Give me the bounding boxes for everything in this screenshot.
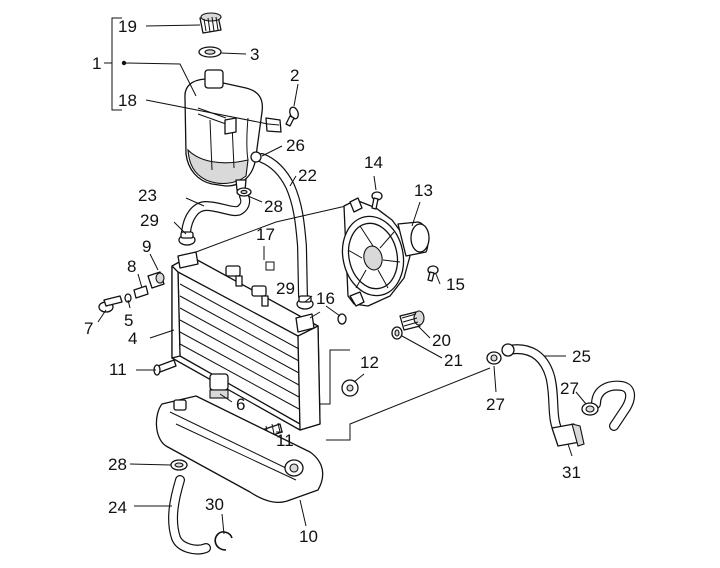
radiator-bracket-6 [209, 373, 229, 399]
spacer-8 [133, 285, 149, 299]
thermo-switch [399, 310, 425, 331]
filler-cap [199, 12, 222, 34]
leader-lines [97, 17, 587, 535]
hose-25 [501, 343, 565, 439]
callout-6: 6 [236, 395, 245, 414]
screw-7 [98, 295, 123, 313]
callout-20: 20 [432, 331, 451, 350]
tank-clip [265, 117, 282, 133]
callout-31: 31 [562, 463, 581, 482]
hose-clamp-29-left [178, 231, 196, 246]
callout-16: 16 [316, 289, 335, 308]
hose-clip-30 [214, 531, 233, 551]
callout-27-right: 27 [560, 379, 579, 398]
callout-29-left: 29 [140, 211, 159, 230]
switch-seal [391, 326, 403, 340]
hose-clamp-28-lower [170, 459, 188, 471]
hose-joint-31 [551, 423, 585, 447]
callout-14: 14 [364, 153, 383, 172]
callout-17: 17 [256, 225, 275, 244]
callout-2: 2 [290, 66, 299, 85]
callout-4: 4 [128, 329, 137, 348]
expansion-tank [184, 69, 264, 191]
callout-8: 8 [127, 257, 136, 276]
callout-26: 26 [286, 136, 305, 155]
cooling-fan [341, 197, 430, 307]
hose-clamp-29-right [296, 295, 314, 310]
cap-seal [198, 46, 222, 58]
screw-11-left [153, 359, 177, 376]
callout-22: 22 [298, 166, 317, 185]
radiator [171, 251, 321, 431]
callout-18: 18 [118, 91, 137, 110]
callout-5: 5 [124, 311, 133, 330]
callout-19: 19 [118, 17, 137, 36]
lower-hose-24 [168, 475, 211, 555]
screw-15 [427, 265, 439, 282]
callout-11-right: 11 [276, 431, 294, 450]
hose-clamp-28-top [236, 187, 252, 197]
screw-2 [285, 106, 299, 127]
callout-7: 7 [84, 319, 93, 338]
callout-24: 24 [108, 498, 127, 517]
callout-11-left: 11 [109, 360, 127, 379]
callout-3: 3 [250, 45, 259, 64]
callout-21: 21 [444, 351, 463, 370]
tank-overflow-hose [250, 151, 308, 301]
callout-9: 9 [142, 237, 151, 256]
callout-28-top: 28 [264, 197, 283, 216]
callout-labels: 1 2 3 4 5 6 7 8 9 10 11 11 12 13 14 15 1… [84, 17, 591, 546]
callout-23: 23 [138, 186, 157, 205]
callout-29-right: 29 [276, 279, 295, 298]
callout-30: 30 [205, 495, 224, 514]
screw-14 [371, 191, 383, 210]
hose-short-27 [581, 380, 636, 431]
callout-25: 25 [572, 347, 591, 366]
callout-13: 13 [414, 181, 433, 200]
hose-clamp-27-upper [486, 351, 502, 365]
callout-28-lower: 28 [108, 455, 127, 474]
callout-27-left: 27 [486, 395, 505, 414]
callout-15: 15 [446, 275, 465, 294]
nut-16 [337, 313, 347, 325]
grommet-9 [147, 271, 165, 289]
callout-10: 10 [299, 527, 318, 546]
rubber-grommet-12 [341, 379, 359, 397]
lower-shroud-10 [155, 395, 324, 504]
callout-12: 12 [360, 353, 379, 372]
callout-1: 1 [92, 54, 101, 73]
upper-hose-23 [181, 191, 251, 237]
